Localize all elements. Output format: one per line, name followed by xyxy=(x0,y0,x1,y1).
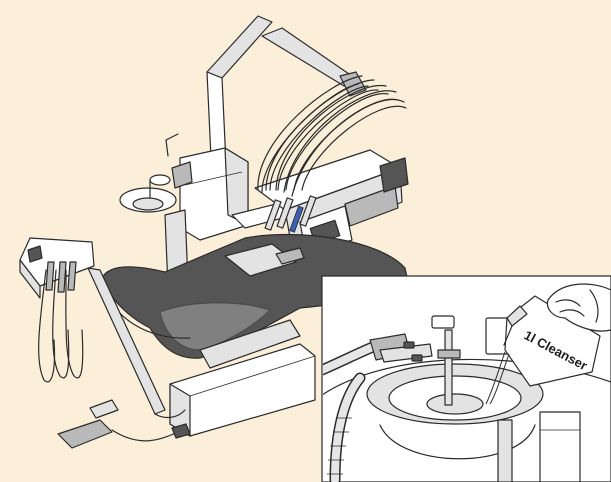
foot-control xyxy=(57,399,191,449)
detail-inset: 1l Cleanser xyxy=(321,275,611,482)
assistant-element xyxy=(19,237,186,419)
patient-chair xyxy=(99,233,409,437)
instrument-hoses xyxy=(257,75,407,233)
dental-unit-drawing xyxy=(19,15,409,449)
lamp-arm xyxy=(206,15,367,165)
hand xyxy=(546,283,611,332)
cleanser-bottle: 1l Cleanser xyxy=(503,295,601,387)
